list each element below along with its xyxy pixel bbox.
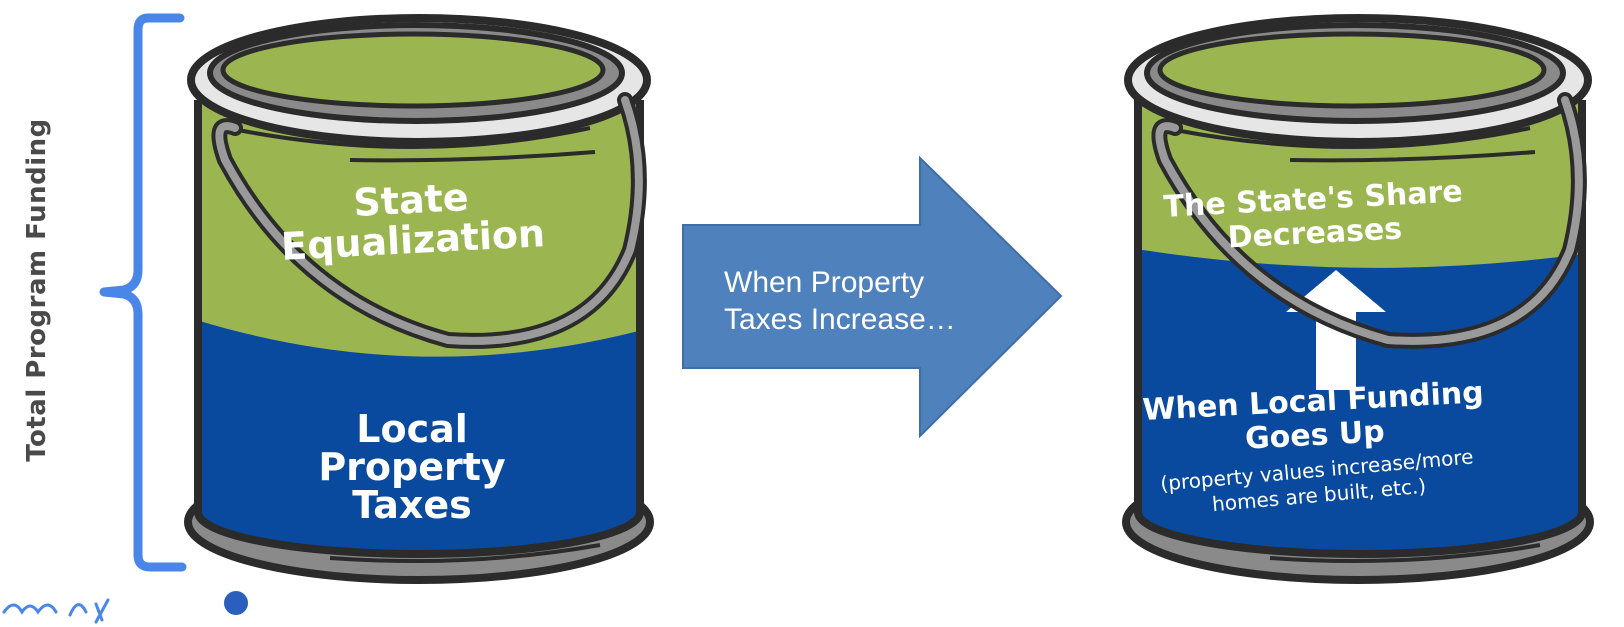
signature-fragment <box>4 600 108 622</box>
total-program-funding-label: Total Program Funding <box>22 118 52 462</box>
local-property-taxes-label: Local Property Taxes <box>318 410 505 524</box>
logo-dot <box>224 591 248 615</box>
state-equalization-label: State Equalization <box>278 173 546 267</box>
arrow-caption: When Property Taxes Increase… <box>724 264 984 338</box>
arrow-caption-line-1: When Property <box>724 264 984 301</box>
funding-bracket <box>104 18 182 567</box>
arrow-caption-line-2: Taxes Increase… <box>724 301 984 338</box>
